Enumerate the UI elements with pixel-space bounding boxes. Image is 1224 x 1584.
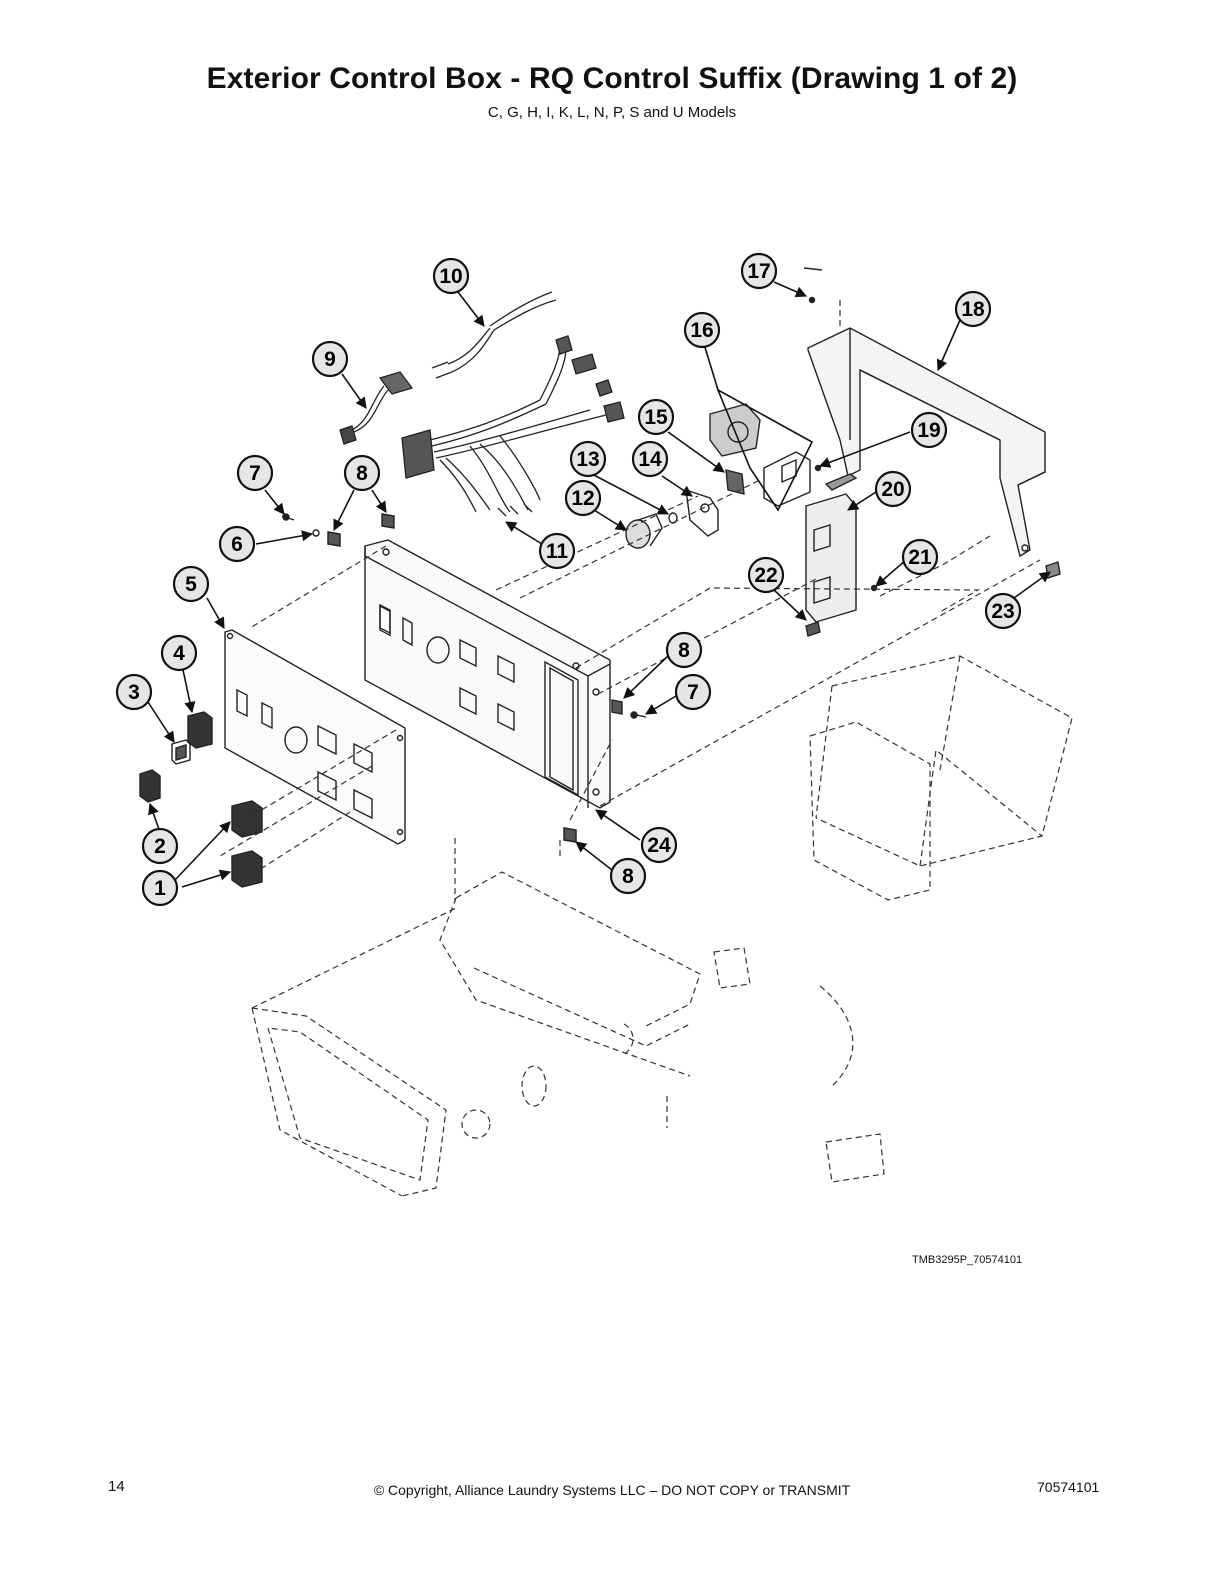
reference-components xyxy=(219,300,1073,1197)
callout-label: 9 xyxy=(324,348,336,371)
callout-label: 6 xyxy=(231,533,243,556)
callout-label: 18 xyxy=(961,298,985,321)
callout-c16: 16 xyxy=(683,311,721,349)
callout-circle xyxy=(172,565,210,603)
callout-label: 8 xyxy=(622,865,634,888)
part-clips-screws xyxy=(281,513,647,843)
callout-label: 4 xyxy=(173,642,185,665)
callout-circle xyxy=(640,826,678,864)
callout-c18: 18 xyxy=(954,290,992,328)
callout-label: 1 xyxy=(154,877,166,900)
callout-label: 8 xyxy=(678,639,690,662)
callout-label: 3 xyxy=(128,681,140,704)
callout-c17: 17 xyxy=(740,252,778,290)
callout-circle xyxy=(115,673,153,711)
callout-c15: 15 xyxy=(637,398,675,436)
callout-c8c: 8 xyxy=(609,857,647,895)
callout-c9: 9 xyxy=(311,340,349,378)
callout-label: 20 xyxy=(881,478,904,501)
callout-circle xyxy=(141,827,179,865)
callout-circle xyxy=(141,869,179,907)
callout-label: 21 xyxy=(908,546,932,569)
callout-c1: 1 xyxy=(141,869,179,907)
callout-circle xyxy=(874,470,912,508)
callout-label: 7 xyxy=(249,462,261,485)
part-rear-housing xyxy=(807,327,1046,558)
callout-circle xyxy=(674,673,712,711)
callout-label: 16 xyxy=(690,319,713,342)
callout-circle xyxy=(631,440,669,478)
callout-label: 12 xyxy=(571,487,594,510)
callout-c8a: 8 xyxy=(343,454,381,492)
copyright-notice: © Copyright, Alliance Laundry Systems LL… xyxy=(373,1482,851,1498)
callout-label: 17 xyxy=(747,260,770,283)
callout-circle xyxy=(683,311,721,349)
callout-label: 15 xyxy=(644,406,668,429)
callout-label: 7 xyxy=(687,681,699,704)
callout-circle xyxy=(609,857,647,895)
callout-label: 24 xyxy=(647,834,671,857)
callout-c11: 11 xyxy=(538,532,576,570)
callout-c14: 14 xyxy=(631,440,669,478)
callout-circle xyxy=(569,440,607,478)
callout-circle xyxy=(665,631,703,669)
callout-circle xyxy=(538,532,576,570)
page-title: Exterior Control Box - RQ Control Suffix… xyxy=(206,62,1018,95)
callout-c23: 23 xyxy=(984,592,1022,630)
leader-lines xyxy=(147,281,1051,888)
callout-label: 11 xyxy=(546,540,569,563)
callout-circle xyxy=(637,398,675,436)
callout-circle xyxy=(901,538,939,576)
parts-drawing xyxy=(139,267,1061,888)
callout-c13: 13 xyxy=(569,440,607,478)
callout-c4: 4 xyxy=(160,634,198,672)
callout-circle xyxy=(564,479,602,517)
callout-circle xyxy=(160,634,198,672)
callout-label: 8 xyxy=(356,462,368,485)
callout-c7b: 7 xyxy=(674,673,712,711)
part-overlay-plate xyxy=(224,629,406,845)
page-number: 14 xyxy=(108,1478,125,1495)
page-subtitle: C, G, H, I, K, L, N, P, S and U Models xyxy=(487,104,737,121)
callout-c21: 21 xyxy=(901,538,939,576)
callout-circle xyxy=(218,525,256,563)
callout-label: 2 xyxy=(154,835,166,858)
callout-label: 5 xyxy=(185,573,197,596)
callout-label: 13 xyxy=(576,448,599,471)
callout-circle xyxy=(311,340,349,378)
callout-c10: 10 xyxy=(432,257,470,295)
part-knob-bracket xyxy=(625,469,745,549)
callout-c2: 2 xyxy=(141,827,179,865)
callout-label: 19 xyxy=(917,419,940,442)
callout-label: 14 xyxy=(638,448,662,471)
callout-circle xyxy=(236,454,274,492)
callout-c3: 3 xyxy=(115,673,153,711)
part-control-panel xyxy=(364,539,611,809)
callout-circle xyxy=(954,290,992,328)
callout-c7a: 7 xyxy=(236,454,274,492)
callout-circle xyxy=(984,592,1022,630)
callout-c6: 6 xyxy=(218,525,256,563)
callout-circle xyxy=(747,556,785,594)
callout-circle xyxy=(432,257,470,295)
callout-circle xyxy=(740,252,778,290)
part-switches xyxy=(139,711,263,888)
callout-c20: 20 xyxy=(874,470,912,508)
callout-label: 10 xyxy=(439,265,462,288)
document-number: 70574101 xyxy=(1037,1479,1100,1495)
callout-c19: 19 xyxy=(910,411,948,449)
callout-c8b: 8 xyxy=(665,631,703,669)
callout-label: 23 xyxy=(991,600,1014,623)
callout-c24: 24 xyxy=(640,826,678,864)
callout-c12: 12 xyxy=(564,479,602,517)
callout-label: 22 xyxy=(754,564,777,587)
callout-c22: 22 xyxy=(747,556,785,594)
drawing-id: TMB3295P_70574101 xyxy=(912,1254,1023,1266)
callout-circle xyxy=(343,454,381,492)
callout-circle xyxy=(910,411,948,449)
callout-c5: 5 xyxy=(172,565,210,603)
part-wire-harnesses xyxy=(339,291,625,517)
